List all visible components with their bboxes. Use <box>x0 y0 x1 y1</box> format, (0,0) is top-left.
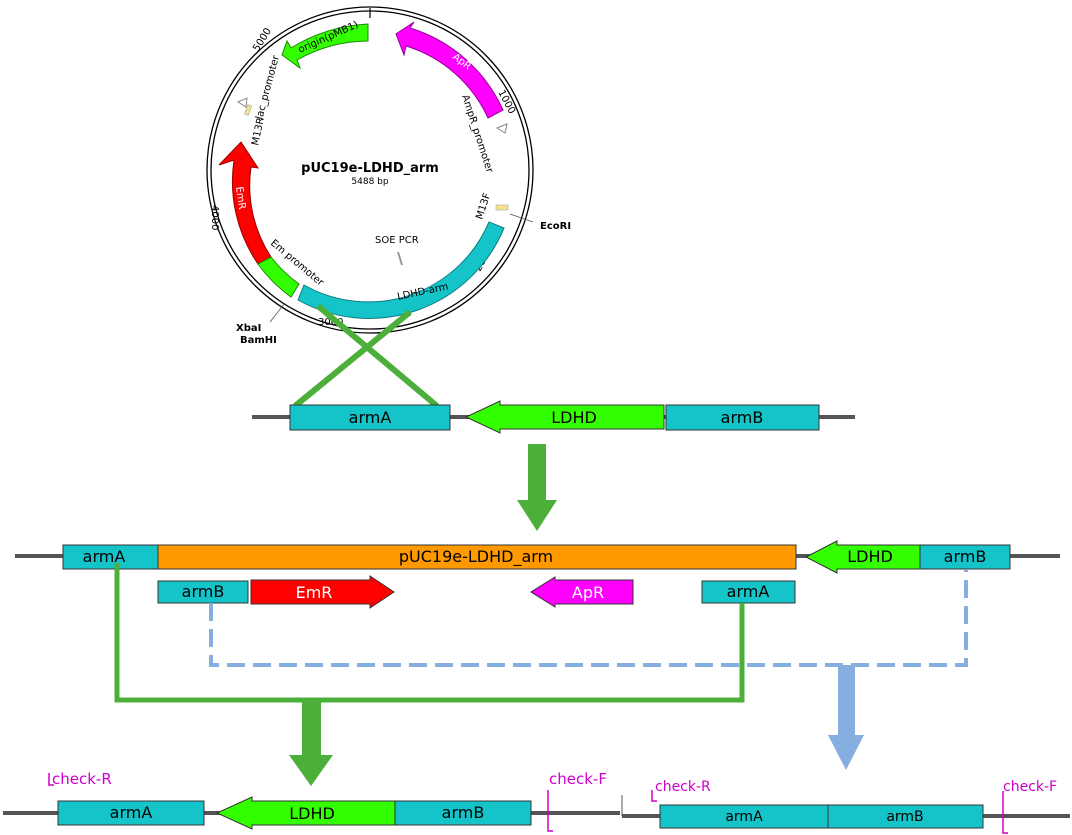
genome-ldhd-arrow <box>464 400 665 434</box>
origin-feature-arrow <box>281 23 369 70</box>
result-left: armA LDHD armB check-R check-F <box>3 770 620 832</box>
tick-5000: 5000 <box>251 26 274 53</box>
integrated-emr-arrow <box>250 575 395 609</box>
integrated-plasmid-box <box>157 544 797 570</box>
m13r-marker <box>244 104 252 116</box>
plasmid-outer-ring <box>206 6 534 334</box>
result-right-check-r-label: check-R <box>655 779 711 795</box>
result-right-armB-box <box>827 804 984 829</box>
integrated-ldhd-label: LDHD <box>847 547 893 566</box>
step-arrow-down-1 <box>517 444 557 531</box>
tick-4000: 4000 <box>209 205 220 230</box>
integrated-ldhd-arrow <box>804 540 921 574</box>
ecori-leader <box>509 213 534 223</box>
m13f-marker <box>495 204 509 211</box>
integrated-apr-label: ApR <box>572 583 604 602</box>
integrated-plasmid-label: pUC19e-LDHD_arm <box>399 547 553 567</box>
plasmid-armB-box <box>157 580 249 604</box>
result-left-check-r-primer <box>48 773 54 786</box>
integrated-locus: armA pUC19e-LDHD_arm LDHD armB armB EmR … <box>15 540 1060 609</box>
emr-plasmid-label: EmR <box>233 186 247 210</box>
plasmid-armA-box <box>701 580 796 604</box>
lac-promoter-icon <box>236 97 248 108</box>
soe-pcr-label: SOE PCR <box>375 235 419 246</box>
crossover-line-2 <box>293 309 412 409</box>
plasmid-armB-label: armB <box>182 582 225 601</box>
result-right-armB-label: armB <box>886 809 923 825</box>
result-right-check-f-label: check-F <box>1003 779 1057 795</box>
integrated-armB-box <box>919 544 1011 570</box>
soe-pcr-marker <box>397 251 403 266</box>
crossover-lines <box>293 303 439 409</box>
genome-armA-box <box>289 404 451 431</box>
genome-armB-label: armB <box>721 408 764 427</box>
genome-ldhd-label: LDHD <box>551 408 597 427</box>
ecori-label: EcoRI <box>540 221 571 232</box>
genome-armB-box <box>665 404 820 431</box>
lac-promoter-label: lac_promoter <box>254 54 282 121</box>
plasmid-map: 5000 1000 2000 3000 4000 origin(pMB1) Ap… <box>206 6 571 346</box>
integrated-armA-label: armA <box>83 547 126 566</box>
plasmid-armA-label: armA <box>727 582 770 601</box>
result-right: armA armB check-R check-F <box>621 779 1070 834</box>
bamhi-label: BamHI <box>240 335 277 346</box>
recombination-path-blue <box>209 570 968 667</box>
result-right-check-r-primer <box>651 790 657 802</box>
result-left-ldhd-label: LDHD <box>289 804 335 823</box>
m13f-label: M13F <box>474 192 493 221</box>
step-arrow-down-green <box>289 702 333 786</box>
result-right-check-f-primer <box>1002 791 1008 834</box>
xbai-bamhi-leader <box>269 302 286 323</box>
step-arrow-down-blue <box>828 665 864 770</box>
integrated-armB-label: armB <box>944 547 987 566</box>
result-left-check-f-label: check-F <box>549 770 607 788</box>
recombination-path-green <box>114 563 745 703</box>
result-left-check-f-primer <box>547 790 553 832</box>
integrated-emr-label: EmR <box>296 583 333 602</box>
genome-armA-label: armA <box>349 408 392 427</box>
m13r-label: M13R <box>250 117 267 147</box>
result-left-armB-box <box>394 800 532 826</box>
integrated-apr-arrow <box>530 576 634 608</box>
em-promoter-feature <box>257 256 300 298</box>
crossover-line-1 <box>316 303 439 409</box>
result-left-check-r-label: check-R <box>52 770 112 788</box>
plasmid-name: pUC19e-LDHD_arm <box>301 161 439 176</box>
xbai-label: XbaI <box>236 323 261 334</box>
ampr-promoter-icon <box>495 123 508 134</box>
genome-locus: armA LDHD armB <box>252 400 855 434</box>
plasmid-size: 5488 bp <box>351 177 388 187</box>
result-left-ldhd-arrow <box>215 796 396 830</box>
apr-feature-arrow <box>395 21 504 119</box>
tick-3000: 3000 <box>318 317 343 328</box>
result-left-armA-label: armA <box>110 803 153 822</box>
result-left-armA-box <box>57 800 205 826</box>
result-left-armB-label: armB <box>442 803 485 822</box>
integrated-armA-box <box>62 544 159 570</box>
result-right-armA-label: armA <box>725 809 763 825</box>
